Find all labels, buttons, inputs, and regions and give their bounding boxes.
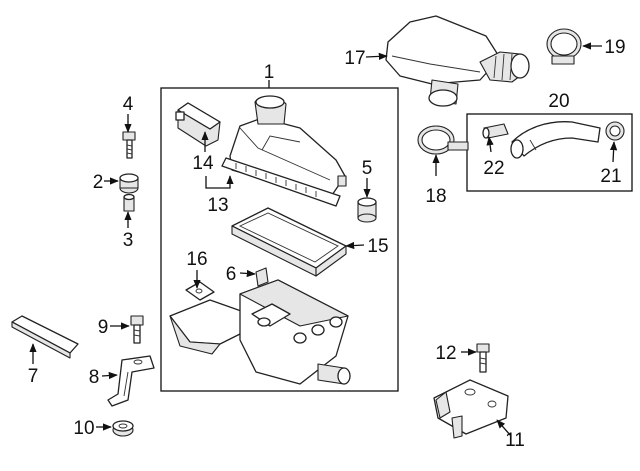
callout-14: 14 <box>192 153 214 174</box>
callout-2: 2 <box>93 172 104 193</box>
bolt-part-4 <box>122 131 136 159</box>
intake-duct-part-17 <box>385 15 530 107</box>
callout-19: 19 <box>604 37 625 58</box>
callout-numbers: 1 2 3 4 5 6 7 8 9 10 11 12 13 14 15 16 1… <box>28 37 626 451</box>
bolt-part-9 <box>130 315 144 344</box>
callout-20: 20 <box>548 91 569 112</box>
callout-7: 7 <box>28 366 39 387</box>
sensor-part-14 <box>175 102 221 147</box>
callout-4: 4 <box>123 94 134 115</box>
housing-cover-part-13 <box>221 95 347 207</box>
callout-9: 9 <box>98 317 109 338</box>
assembly-box-20 <box>466 113 633 192</box>
grommet-part-10 <box>112 420 134 437</box>
bracket-part-16 <box>185 281 215 301</box>
clamp-part-19 <box>546 28 582 65</box>
fitting-part-22 <box>482 123 509 139</box>
filter-part-15 <box>231 207 347 277</box>
clip-part-6 <box>255 267 269 287</box>
callout-1: 1 <box>264 62 275 83</box>
callout-5: 5 <box>362 158 373 179</box>
callout-3: 3 <box>123 230 134 251</box>
callout-22: 22 <box>483 158 504 179</box>
callout-16: 16 <box>186 249 207 270</box>
callout-8: 8 <box>89 367 100 388</box>
bracket-part-11 <box>433 379 509 439</box>
bolt-part-12 <box>476 343 490 373</box>
callout-17: 17 <box>344 48 365 69</box>
grommet-part-2 <box>119 173 139 194</box>
callout-15: 15 <box>367 236 388 257</box>
clamp-part-18 <box>417 125 469 155</box>
callout-12: 12 <box>435 343 456 364</box>
assembly-box-1 <box>160 87 399 392</box>
callout-10: 10 <box>73 418 94 439</box>
bracket-part-8 <box>107 355 155 407</box>
clamp-part-21 <box>605 121 625 141</box>
spacer-part-3 <box>123 193 135 212</box>
leader-lines <box>29 42 618 437</box>
cover-rib-marks <box>235 163 317 197</box>
lower-housing <box>169 279 351 385</box>
callout-21: 21 <box>600 166 621 187</box>
callout-18: 18 <box>425 186 446 207</box>
callout-6: 6 <box>226 264 237 285</box>
grommet-part-5 <box>357 197 377 223</box>
hose-part-20 <box>510 121 601 159</box>
pad-part-7 <box>11 315 79 359</box>
callout-11: 11 <box>505 430 525 451</box>
callout-13: 13 <box>207 195 228 216</box>
